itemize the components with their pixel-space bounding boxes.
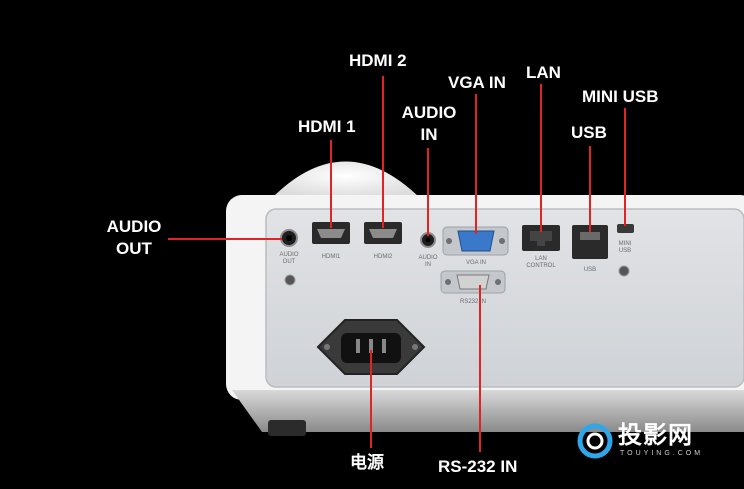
port-label-audio-in-2: IN	[425, 262, 431, 268]
lens-dome	[272, 161, 420, 198]
logo-ring-icon	[577, 423, 613, 459]
callout-audio-in-line2: IN	[420, 125, 438, 144]
callout-audio-out: AUDIO OUT	[103, 216, 165, 260]
mini-usb-port	[617, 224, 634, 233]
vga-port	[457, 230, 495, 252]
port-label-lan-1: LAN	[535, 256, 547, 262]
callout-power: 电源	[350, 453, 384, 473]
logo-subtext: TOUYING.COM	[620, 450, 704, 457]
port-label-audio-in-1: AUDIO	[418, 255, 437, 261]
screw-hole	[284, 274, 296, 286]
callout-rs232-in: RS-232 IN	[438, 457, 518, 476]
callout-audio-out-line2: OUT	[116, 239, 152, 258]
callout-audio-in-line1: AUDIO	[401, 103, 457, 122]
port-label-mini-usb-1: MINI	[619, 241, 632, 247]
callout-audio-out-line1: AUDIO	[106, 217, 162, 236]
port-label-lan-2: CONTROL	[526, 263, 556, 269]
port-label-rs232-in: RS232 IN	[460, 299, 486, 305]
projector-base	[232, 390, 744, 432]
port-label-audio-out-2: OUT	[283, 259, 296, 265]
callout-hdmi2: HDMI 2	[349, 51, 407, 70]
callout-mini-usb: MINI USB	[582, 87, 659, 106]
callout-audio-in: AUDIO IN	[398, 102, 460, 146]
callout-hdmi1: HDMI 1	[298, 117, 356, 136]
callout-usb: USB	[571, 123, 607, 142]
port-label-hdmi1: HDMI1	[322, 254, 341, 260]
callout-vga-in: VGA IN	[448, 73, 506, 92]
rs232-port	[456, 274, 490, 290]
port-label-usb: USB	[584, 267, 596, 273]
port-label-audio-out-1: AUDIO	[279, 252, 298, 258]
port-label-mini-usb-2: USB	[619, 248, 631, 254]
logo-text: 投影网	[618, 421, 693, 449]
port-label-vga-in: VGA IN	[466, 260, 486, 266]
projector-foot	[268, 420, 306, 436]
callout-lan: LAN	[526, 63, 561, 82]
screw-hole	[618, 265, 630, 277]
touying-logo: 投影网 TOUYING.COM	[576, 418, 736, 468]
port-label-hdmi2: HDMI2	[374, 254, 393, 260]
